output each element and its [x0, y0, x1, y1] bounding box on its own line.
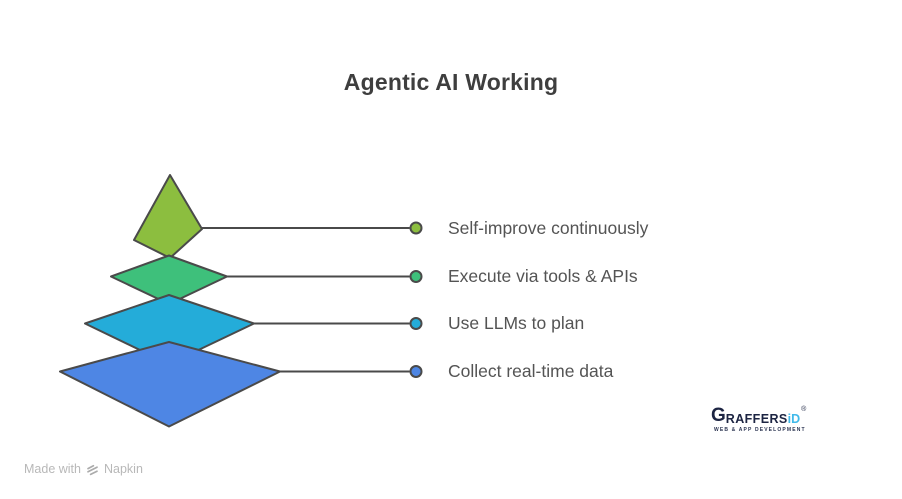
napkin-credit-text: Made with: [24, 462, 81, 476]
pyramid-layer-1-shape: [133, 174, 203, 259]
connector-dot-1: [409, 221, 423, 235]
layer-label-collect-data: Collect real-time data: [448, 361, 614, 381]
layer-label-use-llms: Use LLMs to plan: [448, 313, 585, 333]
napkin-credit[interactable]: Made with Napkin: [24, 462, 143, 476]
connector-dot-4: [409, 365, 423, 378]
connector-dot-3: [409, 317, 423, 330]
napkin-brand-text: Napkin: [103, 462, 143, 476]
registered-mark-icon: ®: [801, 406, 807, 413]
layer-label-self-improve: Self-improve continuously: [448, 218, 649, 238]
logo-letters-id: iD: [787, 411, 801, 426]
connector-dot-2: [409, 270, 423, 283]
graffersid-tagline: WEB & APP DEVELOPMENT: [714, 427, 806, 433]
logo-letters-raffers: RAFFERS: [725, 411, 788, 426]
logo-letter-g: G: [711, 405, 726, 426]
layer-label-execute-tools: Execute via tools & APIs: [448, 266, 638, 286]
page-title: Agentic AI Working: [343, 69, 559, 95]
napkin-logo-icon: [87, 464, 98, 475]
pyramid-layer-4-shape: [59, 341, 281, 428]
